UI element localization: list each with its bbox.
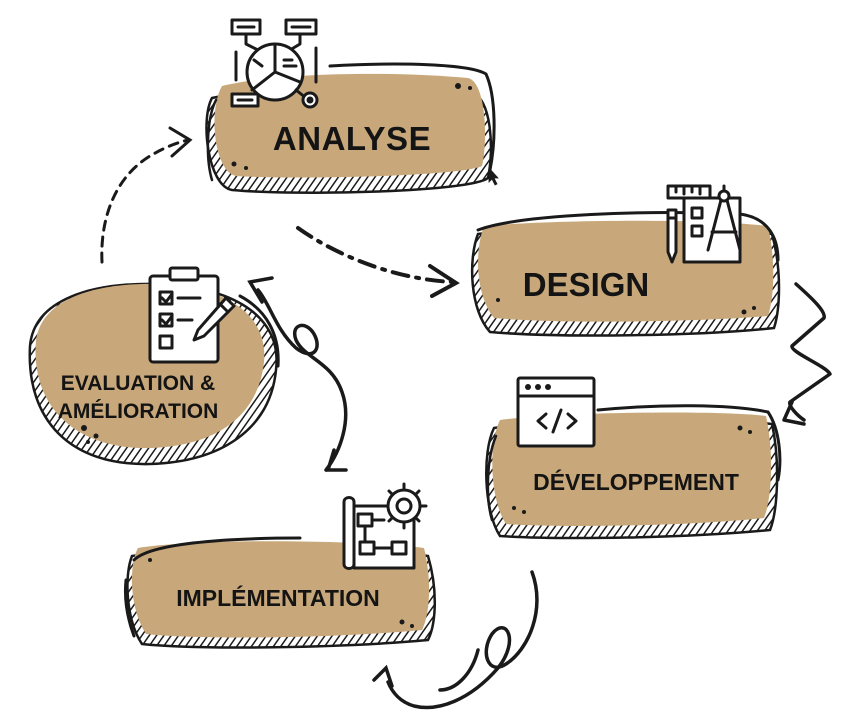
clipboard-checklist-icon bbox=[148, 266, 236, 364]
arrow-evaluation-to-analyse bbox=[100, 126, 193, 264]
evaluation-outline bbox=[238, 294, 280, 368]
stage-developpement: DÉVELOPPEMENT bbox=[485, 376, 782, 540]
evaluation-label-line1: EVALUATION & bbox=[61, 372, 215, 395]
arrow-developpement-to-implementation bbox=[372, 570, 539, 710]
stage-evaluation: EVALUATION & AMÉLIORATION bbox=[28, 266, 280, 466]
stage-implementation: IMPLÉMENTATION bbox=[124, 482, 436, 649]
evaluation-label-line2: AMÉLIORATION bbox=[58, 400, 219, 423]
arrow-design-to-developpement bbox=[782, 282, 832, 426]
arrow-analyse-to-design bbox=[296, 226, 460, 298]
developpement-outline-left bbox=[486, 434, 498, 522]
design-label: DESIGN bbox=[523, 266, 650, 303]
blueprint-gear-icon bbox=[342, 482, 428, 570]
developpement-label: DÉVELOPPEMENT bbox=[533, 468, 739, 495]
pie-chart-diagram-icon bbox=[230, 18, 319, 109]
analyse-label: ANALYSE bbox=[273, 120, 431, 157]
arrow-implementation-to-evaluation bbox=[247, 276, 348, 472]
implementation-label: IMPLÉMENTATION bbox=[176, 584, 380, 611]
analyse-outline bbox=[328, 62, 496, 172]
analyse-outline-left bbox=[206, 98, 218, 182]
developpement-outline bbox=[596, 404, 782, 482]
stage-design: DESIGN bbox=[470, 184, 781, 337]
code-window-icon bbox=[516, 376, 596, 448]
ruler-compass-pencil-icon bbox=[666, 184, 742, 264]
mouse-cursor-icon bbox=[488, 166, 499, 186]
stage-analyse: ANALYSE bbox=[205, 18, 496, 194]
implementation-outline bbox=[124, 536, 302, 638]
